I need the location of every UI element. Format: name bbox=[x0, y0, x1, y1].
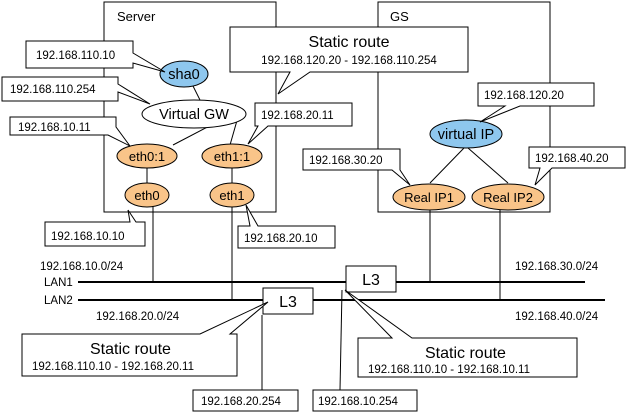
virtual-gw-ip-text: 192.168.110.254 bbox=[10, 84, 96, 96]
static-route-top-callout bbox=[229, 26, 469, 95]
static-route-right-text: 192.168.110.10 - 192.168.10.11 bbox=[368, 364, 530, 376]
static-route-top-title: Static route bbox=[309, 34, 390, 51]
sha0-ip-callout bbox=[25, 40, 166, 73]
net-20-label: 192.168.20.0/24 bbox=[96, 311, 180, 323]
l3-lower-gw-text: 192.168.20.254 bbox=[201, 396, 282, 408]
virtual-ip-addr-text: 192.168.120.20 bbox=[484, 90, 564, 102]
link-vip-real1 bbox=[429, 147, 465, 184]
real-ip1-addr-text: 192.168.30.20 bbox=[309, 155, 383, 167]
virtual-gw-node bbox=[141, 99, 247, 129]
net-30-label: 192.168.30.0/24 bbox=[515, 261, 599, 273]
l3-upper-label: L3 bbox=[362, 272, 380, 289]
eth1-1-label: eth1:1 bbox=[214, 149, 250, 164]
real-ip2-node bbox=[471, 183, 545, 211]
eth0-node bbox=[124, 182, 170, 208]
sha0-ip-text: 192.168.110.10 bbox=[36, 50, 115, 62]
gs-title: GS bbox=[390, 9, 409, 24]
eth1-label: eth1 bbox=[219, 188, 244, 203]
eth1-ip-text: 192.168.20.10 bbox=[244, 233, 318, 245]
eth0-ip-text: 192.168.10.10 bbox=[51, 231, 125, 243]
static-route-top-text: 192.168.120.20 - 192.168.110.254 bbox=[261, 55, 437, 67]
static-route-left-callout bbox=[21, 301, 269, 377]
static-route-right-title: Static route bbox=[425, 345, 506, 362]
l3-lower-router bbox=[262, 287, 314, 315]
link-vip-real2 bbox=[467, 147, 509, 184]
net-10-label: 192.168.10.0/24 bbox=[40, 261, 124, 273]
eth0-label: eth0 bbox=[134, 188, 159, 203]
eth1-ip-callout bbox=[237, 204, 336, 249]
static-route-right-callout bbox=[344, 289, 578, 378]
sha0-node bbox=[159, 60, 209, 88]
real-ip2-label: Real IP2 bbox=[483, 190, 533, 205]
eth1-1-ip-callout bbox=[247, 102, 353, 145]
eth1-node bbox=[209, 182, 255, 208]
static-route-left-text: 192.168.110.10 - 192.168.20.11 bbox=[32, 361, 194, 373]
l3-lower-label: L3 bbox=[279, 294, 297, 311]
virtual-gw-ip-callout bbox=[1, 76, 151, 105]
l3-upper-gw-text: 192.168.10.254 bbox=[318, 396, 399, 408]
static-route-left-title: Static route bbox=[90, 341, 171, 358]
real-ip2-addr-callout bbox=[528, 146, 626, 186]
eth1-1-node bbox=[201, 143, 263, 169]
l3-upper-gw-pointer bbox=[339, 289, 343, 391]
server-title: Server bbox=[117, 9, 156, 24]
real-ip1-label: Real IP1 bbox=[404, 190, 454, 205]
eth0-1-label: eth0:1 bbox=[129, 149, 165, 164]
sha0-label: sha0 bbox=[168, 67, 199, 83]
eth0-1-ip-text: 192.168.10.11 bbox=[18, 122, 91, 134]
eth0-ip-callout bbox=[44, 209, 146, 247]
lan1-label: LAN1 bbox=[44, 277, 73, 289]
l3-lower-gw-callout bbox=[192, 389, 299, 412]
real-ip1-addr-callout bbox=[302, 148, 411, 186]
virtual-ip-label: virtual IP bbox=[438, 127, 494, 143]
net-40-label: 192.168.40.0/24 bbox=[515, 311, 599, 323]
eth0-1-ip-callout bbox=[9, 116, 131, 147]
virtual-ip-node bbox=[429, 119, 503, 149]
l3-upper-gw-callout bbox=[312, 389, 418, 412]
eth1-1-ip-text: 192.168.20.11 bbox=[261, 110, 334, 122]
real-ip2-addr-text: 192.168.40.20 bbox=[535, 153, 609, 165]
eth0-1-node bbox=[116, 143, 178, 169]
virtual-ip-addr-callout bbox=[477, 82, 595, 123]
virtual-gw-label: Virtual GW bbox=[159, 107, 229, 123]
lan2-label: LAN2 bbox=[44, 295, 73, 307]
l3-upper-router bbox=[345, 265, 397, 293]
real-ip1-node bbox=[392, 183, 466, 211]
